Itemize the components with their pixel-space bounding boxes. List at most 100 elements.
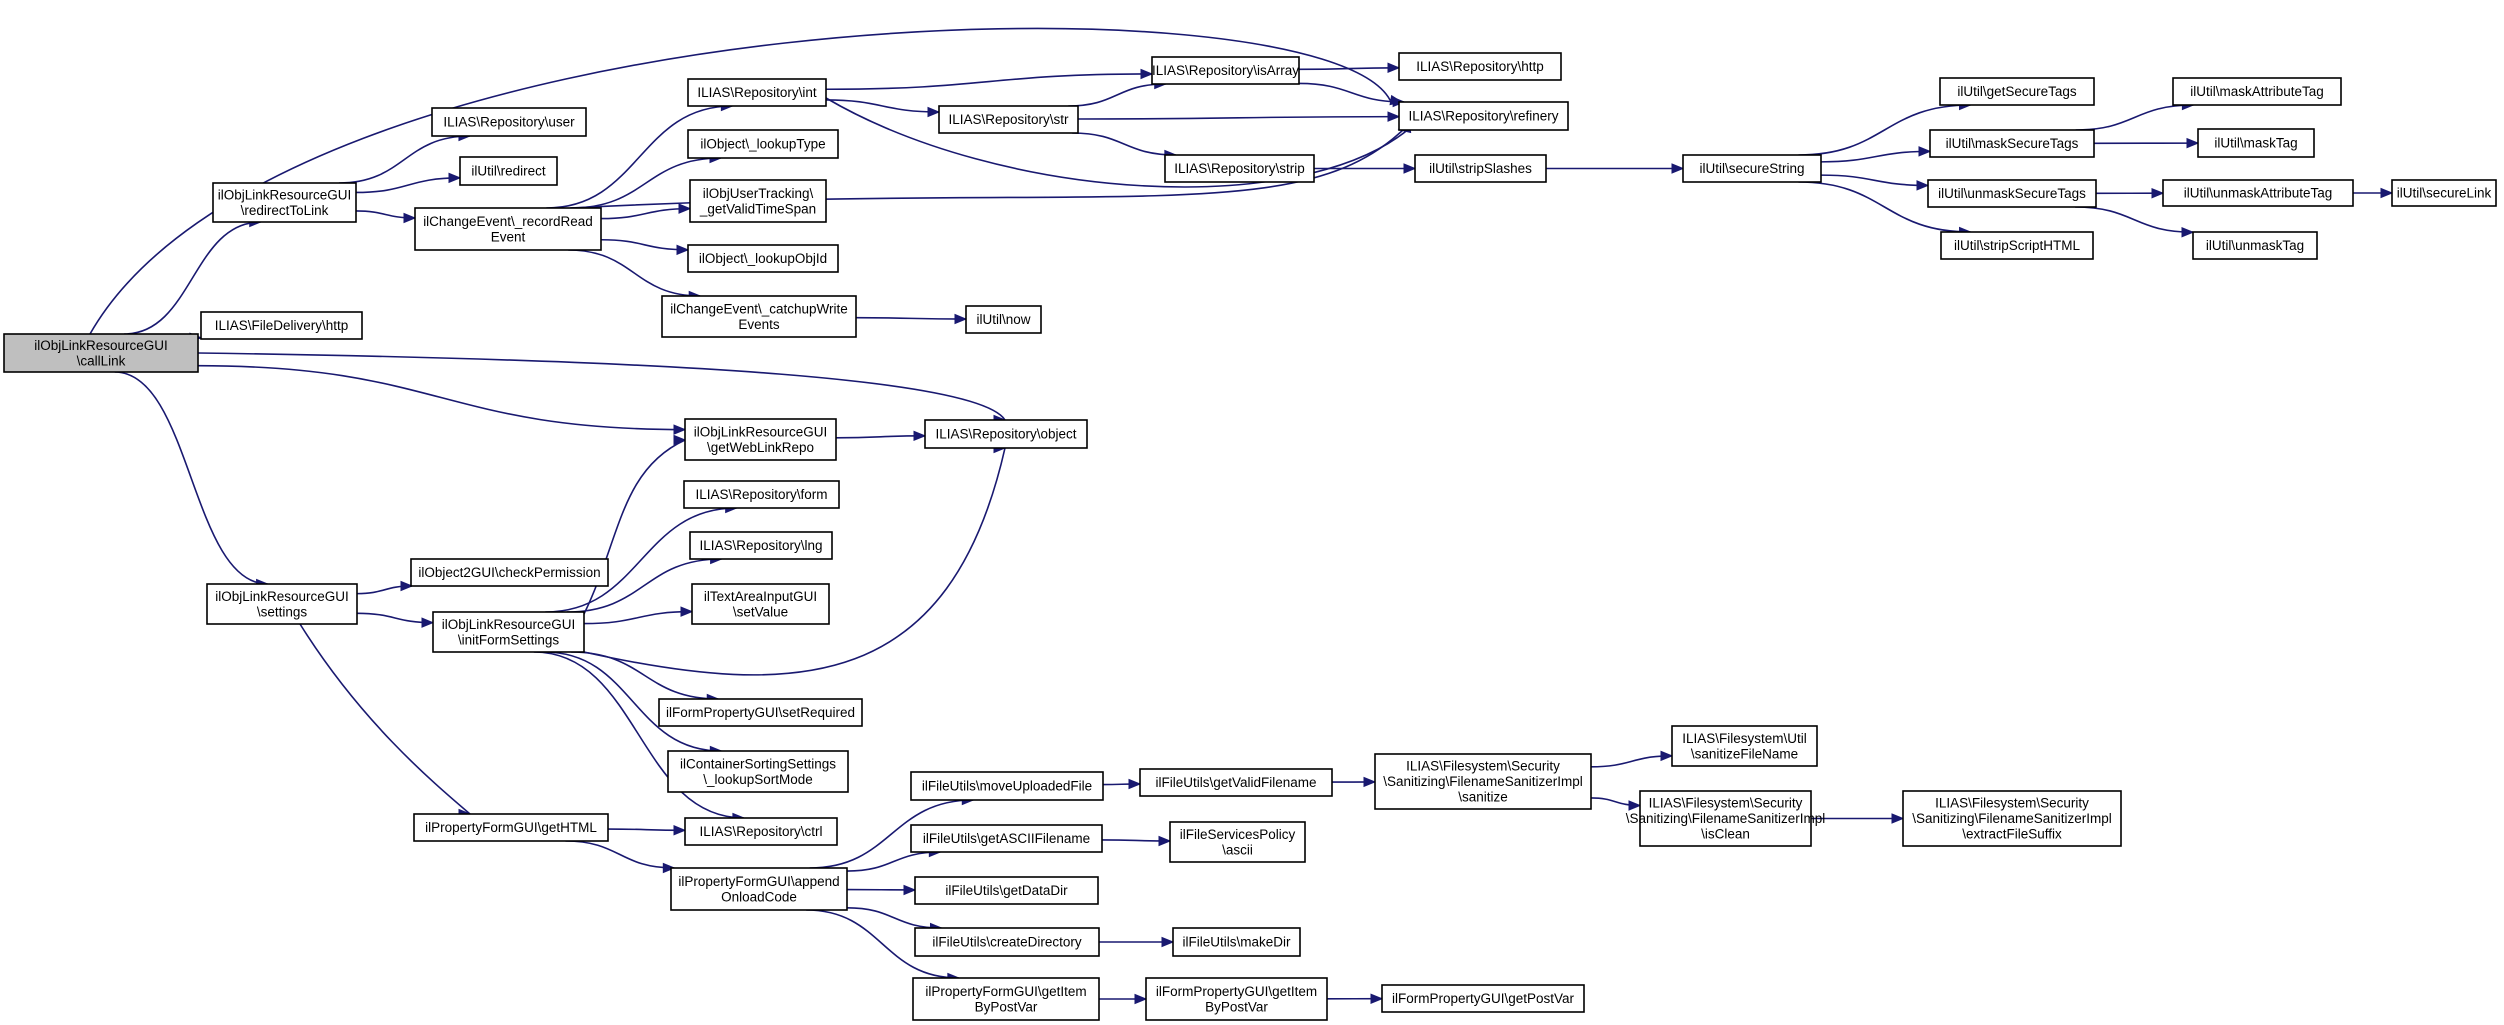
edge-unmaskSecureTags-to-unmaskAttributeTag bbox=[2095, 187, 2165, 199]
node-label: ilFormPropertyGUI\getItem bbox=[1156, 984, 1317, 999]
node-repo-http[interactable]: ILIAS\Repository\http bbox=[1398, 52, 1562, 81]
node-box bbox=[914, 876, 1099, 905]
node-repo-int[interactable]: ILIAS\Repository\int bbox=[687, 78, 827, 107]
node-lookupSortMode[interactable]: ilContainerSortingSettings\_lookupSortMo… bbox=[667, 750, 849, 793]
node-util-now[interactable]: ilUtil\now bbox=[965, 305, 1042, 334]
edge-maskSecureTags-to-maskTag bbox=[2093, 137, 2200, 149]
node-label: ilObject\_lookupType bbox=[700, 137, 825, 152]
node-callLink[interactable]: ilObjLinkResourceGUI\callLink bbox=[3, 333, 199, 373]
node-lookupType[interactable]: ilObject\_lookupType bbox=[687, 129, 839, 159]
node-makeDir[interactable]: ilFileUtils\makeDir bbox=[1172, 927, 1301, 957]
node-label: Event bbox=[491, 229, 526, 244]
node-isClean[interactable]: ILIAS\Filesystem\Security\Sanitizing\Fil… bbox=[1626, 790, 1826, 847]
node-repo-form[interactable]: ILIAS\Repository\form bbox=[683, 480, 840, 509]
node-box bbox=[2197, 128, 2315, 158]
node-repo-object[interactable]: ILIAS\Repository\object bbox=[924, 419, 1088, 449]
edge-callLink-to-getWebLinkRepo bbox=[197, 364, 687, 435]
node-label: ILIAS\Repository\int bbox=[697, 85, 817, 100]
edge-sanitize-to-isClean bbox=[1590, 797, 1642, 811]
node-box bbox=[683, 480, 840, 509]
node-redirectToLink[interactable]: ilObjLinkResourceGUI\redirectToLink bbox=[212, 182, 357, 223]
node-getSecureTags[interactable]: ilUtil\getSecureTags bbox=[1939, 77, 2095, 106]
node-lookupObjId[interactable]: ilObject\_lookupObjId bbox=[687, 244, 839, 273]
node-box bbox=[912, 977, 1100, 1021]
node-repo-user[interactable]: ILIAS\Repository\user bbox=[431, 107, 587, 137]
node-stripScriptHTML[interactable]: ilUtil\stripScriptHTML bbox=[1940, 231, 2094, 260]
node-settings[interactable]: ilObjLinkResourceGUI\settings bbox=[206, 583, 358, 625]
node-getPostVar[interactable]: ilFormPropertyGUI\getPostVar bbox=[1381, 984, 1585, 1013]
node-extractFileSuffix[interactable]: ILIAS\Filesystem\Security\Sanitizing\Fil… bbox=[1902, 790, 2122, 847]
node-createDirectory[interactable]: ilFileUtils\createDirectory bbox=[914, 927, 1100, 957]
edge-recordRead-to-lookupObjId bbox=[600, 238, 690, 256]
node-getHTML[interactable]: ilPropertyFormGUI\getHTML bbox=[413, 813, 609, 842]
node-box bbox=[1374, 753, 1592, 810]
node-box bbox=[658, 698, 863, 727]
node-box bbox=[924, 419, 1088, 449]
node-maskAttributeTag[interactable]: ilUtil\maskAttributeTag bbox=[2172, 77, 2342, 106]
edge-moveUploadedFile-to-getValidFilename bbox=[1102, 778, 1142, 790]
node-checkPermission[interactable]: ilObject2GUI\checkPermission bbox=[410, 558, 609, 587]
node-unmaskAttributeTag[interactable]: ilUtil\unmaskAttributeTag bbox=[2162, 179, 2354, 207]
node-box bbox=[459, 156, 558, 186]
edge-sanitize-to-sanitizeFileName bbox=[1590, 750, 1674, 768]
node-repo-ctrl[interactable]: ILIAS\Repository\ctrl bbox=[684, 817, 838, 846]
node-box bbox=[691, 583, 830, 625]
node-validTimeSpan[interactable]: ilObjUserTracking\_getValidTimeSpan bbox=[689, 179, 827, 223]
node-initFormSettings[interactable]: ilObjLinkResourceGUI\initFormSettings bbox=[432, 611, 585, 653]
node-label: ilFormPropertyGUI\setRequired bbox=[666, 705, 855, 720]
node-repo-lng[interactable]: ILIAS\Repository\lng bbox=[689, 531, 833, 560]
node-label: ilUtil\secureString bbox=[1699, 161, 1804, 176]
node-getDataDir[interactable]: ilFileUtils\getDataDir bbox=[914, 876, 1099, 905]
node-box bbox=[3, 333, 199, 373]
edge-catchupWrite-to-util_now bbox=[855, 313, 968, 325]
edge-getWebLinkRepo-to-repo_object bbox=[835, 430, 927, 442]
node-secureLink[interactable]: ilUtil\secureLink bbox=[2391, 179, 2497, 207]
node-getASCIIFilename[interactable]: ilFileUtils\getASCIIFilename bbox=[910, 824, 1103, 853]
node-label: ilFileUtils\getASCIIFilename bbox=[923, 831, 1090, 846]
node-sanitizeFileName[interactable]: ILIAS\Filesystem\Util\sanitizeFileName bbox=[1671, 725, 1818, 767]
node-secureString[interactable]: ilUtil\secureString bbox=[1682, 154, 1822, 183]
node-label: ilObjLinkResourceGUI bbox=[215, 589, 349, 604]
node-label: ilFileServicesPolicy bbox=[1180, 827, 1296, 842]
node-maskSecureTags[interactable]: ilUtil\maskSecureTags bbox=[1929, 129, 2095, 158]
node-getValidFilename[interactable]: ilFileUtils\getValidFilename bbox=[1139, 768, 1333, 797]
node-box bbox=[431, 107, 587, 137]
node-box bbox=[1940, 231, 2094, 260]
node-box bbox=[1151, 56, 1300, 85]
node-util-redirect[interactable]: ilUtil\redirect bbox=[459, 156, 558, 186]
node-unmaskTag[interactable]: ilUtil\unmaskTag bbox=[2192, 231, 2318, 260]
node-label: ilPropertyFormGUI\append bbox=[678, 874, 839, 889]
edge-repo_int-to-repo_isArray bbox=[825, 68, 1154, 91]
node-sanitize[interactable]: ILIAS\Filesystem\Security\Sanitizing\Fil… bbox=[1374, 753, 1592, 810]
node-repo-isArray[interactable]: ILIAS\Repository\isArray bbox=[1151, 56, 1300, 85]
node-fd-http[interactable]: ILIAS\FileDelivery\http bbox=[200, 311, 363, 340]
edge-settings-to-checkPermission bbox=[356, 580, 414, 595]
edge-settings-to-getHTML bbox=[299, 623, 472, 820]
node-unmaskSecureTags[interactable]: ilUtil\unmaskSecureTags bbox=[1927, 179, 2097, 208]
node-ascii[interactable]: ilFileServicesPolicy\ascii bbox=[1169, 821, 1306, 863]
node-maskTag[interactable]: ilUtil\maskTag bbox=[2197, 128, 2315, 158]
node-repo-strip[interactable]: ILIAS\Repository\strip bbox=[1164, 154, 1315, 183]
node-box bbox=[413, 813, 609, 842]
node-box bbox=[1414, 154, 1547, 183]
node-getWebLinkRepo[interactable]: ilObjLinkResourceGUI\getWebLinkRepo bbox=[684, 418, 837, 461]
node-box bbox=[1929, 129, 2095, 158]
node-box bbox=[2162, 179, 2354, 207]
node-box bbox=[212, 182, 357, 223]
node-box bbox=[1139, 768, 1333, 797]
node-moveUploadedFile[interactable]: ilFileUtils\moveUploadedFile bbox=[910, 771, 1104, 801]
node-setRequired[interactable]: ilFormPropertyGUI\setRequired bbox=[658, 698, 863, 727]
node-box bbox=[687, 129, 839, 159]
node-setValue[interactable]: ilTextAreaInputGUI\setValue bbox=[691, 583, 830, 625]
edge-repo_isArray-to-repo_http bbox=[1298, 62, 1401, 74]
node-repo-str[interactable]: ILIAS\Repository\str bbox=[938, 105, 1079, 134]
edge-secureString-to-unmaskSecureTags bbox=[1820, 174, 1930, 191]
node-stripSlashes[interactable]: ilUtil\stripSlashes bbox=[1414, 154, 1547, 183]
edge-initFormSettings-to-setRequired bbox=[571, 651, 720, 705]
node-repo-refinery[interactable]: ILIAS\Repository\refinery bbox=[1398, 101, 1569, 131]
